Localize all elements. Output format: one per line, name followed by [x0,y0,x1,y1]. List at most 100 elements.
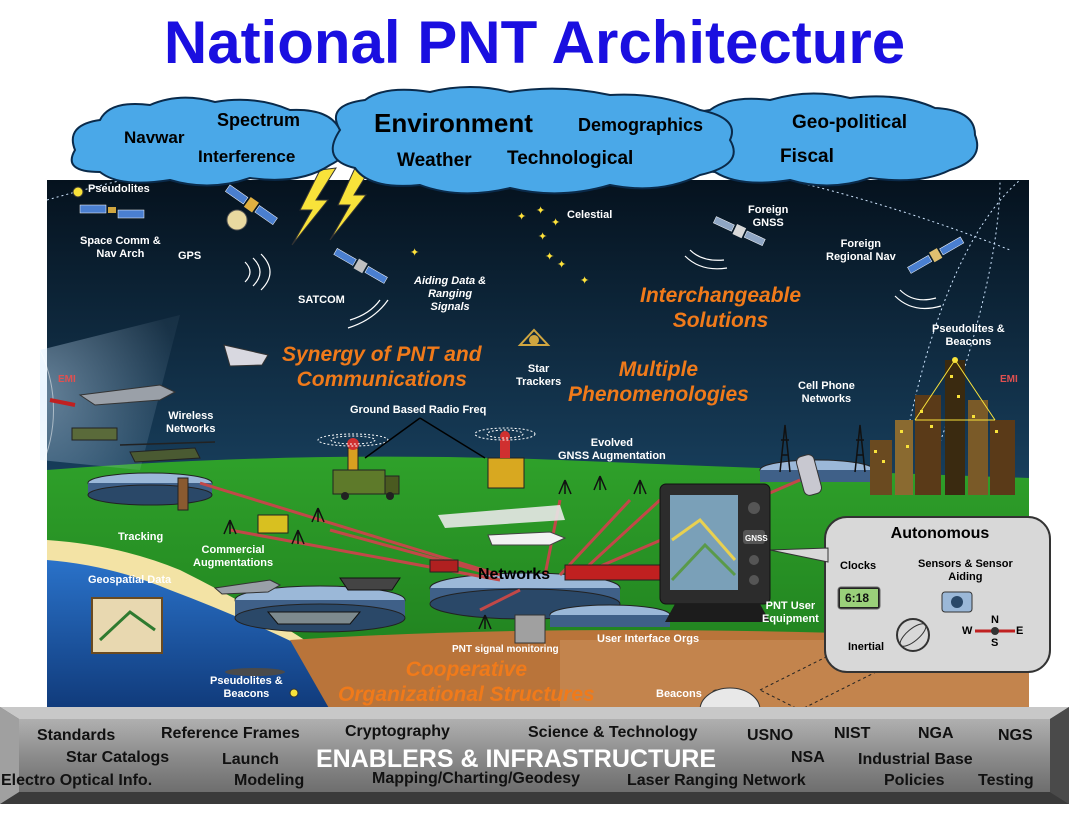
svg-text:✦: ✦ [517,211,526,223]
enabler-modeling: Modeling [234,772,305,789]
runway [438,505,565,528]
label-pnt-user: PNT User Equipment [762,600,819,625]
enablers-title: ENABLERS & INFRASTRUCTURE [316,745,716,773]
svg-text:✦: ✦ [580,275,589,287]
ground-radio-truck [332,438,400,500]
camera-lens [951,596,963,608]
page-title: National PNT Architecture [163,9,906,76]
enablers-bar [0,707,1069,804]
cloud-fiscal: Fiscal [780,146,834,167]
label-tracking: Tracking [118,531,164,543]
enabler-cryptography: Cryptography [345,723,450,740]
label-emi-left: EMI [58,374,76,385]
compass-n: N [991,614,999,626]
svg-text:✦: ✦ [410,247,419,259]
jet-icon [213,579,282,595]
compass-s: S [991,637,999,649]
label-satcom: SATCOM [298,294,345,306]
gyroscope-icon [896,618,930,652]
beach [47,540,330,660]
enabler-nist: NIST [834,725,871,742]
label-celestial: Celestial [567,209,613,221]
svg-text:✦: ✦ [536,205,545,217]
satcom-satellite-icon [333,248,388,284]
theme-cooperative: Cooperative Organizational Structures [338,658,595,706]
cloud-geopolitical: Geo-political [792,112,908,133]
theme-interchangeable: Interchangeable Solutions [640,284,802,332]
city-skyline [870,360,1015,495]
label-star-trackers: Star Trackers [516,363,562,388]
monitoring-building [514,614,546,644]
autonomous-sensors: Sensors & Sensor Aiding [918,558,1013,583]
label-pseudolites-beacons-right: Pseudolites & Beacons [932,323,1005,348]
autonomous-inertial: Inertial [848,641,885,653]
star-icons: ✦ ✦ ✦ ✦ ✦ ✦ ✦ ✦ [410,205,589,287]
compass-icon [991,627,999,635]
beacon-dome [699,687,761,711]
orbit-arc-right [899,179,1021,471]
enabler-policies: Policies [884,772,945,789]
label-pseudolites-beacons-bottom: Pseudolites & Beacons [210,675,283,700]
fighter-jet-icon [49,384,177,407]
enabler-launch: Launch [222,751,279,768]
theme-multiple: Multiple Phenomenologies [568,358,749,406]
cell-phone-icon [795,454,823,496]
cloud-spectrum: Spectrum [217,110,301,130]
space-plane-icon [223,344,269,367]
enabler-reference-frames: Reference Frames [161,725,300,742]
cell-tower-icons [779,424,866,473]
pseudolite-icon [72,186,84,198]
enabler-industrial-base: Industrial Base [858,751,973,768]
enabler-electro-optical: Electro Optical Info. [1,772,153,789]
label-aiding: Aiding Data & Ranging Signals [414,275,487,313]
label-pseudolites-top: Pseudolites [88,183,150,195]
label-gps: GPS [178,250,202,262]
pseudolite-beacon-icon [289,688,299,698]
gps-satellite-icon [224,184,278,226]
clock-screen [840,589,878,607]
regional-satellite-icon [907,236,965,274]
cloud-weather: Weather [397,150,472,171]
gyroscope-ring [899,623,927,647]
clock-display: 6:18 [845,591,870,605]
label-ground-radio: Ground Based Radio Freq [350,404,487,416]
clouds [70,86,979,195]
ground-radio-box [487,431,525,489]
cloud-interference: Interference [198,147,296,166]
cloud-demographics: Demographics [578,115,704,135]
label-emi-right: EMI [1000,374,1018,385]
radio-arrows [364,417,486,459]
foreign-gnss-satellite-icon [713,216,766,247]
label-evolved: Evolved GNSS Augmentation [558,437,666,462]
network-platform [87,472,213,506]
label-foreign-gnss: Foreign GNSS [748,204,789,229]
compass-w: W [962,625,973,637]
cloud-environment: Environment [374,108,533,138]
label-user-interface: User Interface Orgs [597,633,700,645]
enabler-laser-ranging: Laser Ranging Network [627,772,806,789]
autonomous-title: Autonomous [890,525,990,542]
cloud-technological: Technological [507,148,634,169]
callout-pointer [769,547,829,563]
label-geospatial: Geospatial Data [88,574,172,586]
beacon-dot [952,357,958,363]
enabler-star-catalogs: Star Catalogs [66,749,170,766]
tank-icon [71,427,118,441]
label-cell-phone: Cell Phone Networks [798,380,855,405]
dish-icon [226,209,248,231]
enabler-science-tech: Science & Technology [528,724,698,741]
radar-arc [39,349,54,471]
soldier-icon [177,477,189,511]
carrier-icon [266,611,362,625]
autonomous-clocks: Clocks [840,560,877,572]
signal-waves [244,249,942,329]
satellite-icon [79,204,145,219]
svg-text:✦: ✦ [545,251,554,263]
label-networks: Networks [478,566,551,583]
label-foreign-regional: Foreign Regional Nav [826,238,896,263]
monitoring-stations [223,475,647,630]
theme-synergy: Synergy of PNT and Communications [282,343,482,391]
tractor-icon [257,514,289,534]
gnss-button-label: GNSS [745,534,768,543]
